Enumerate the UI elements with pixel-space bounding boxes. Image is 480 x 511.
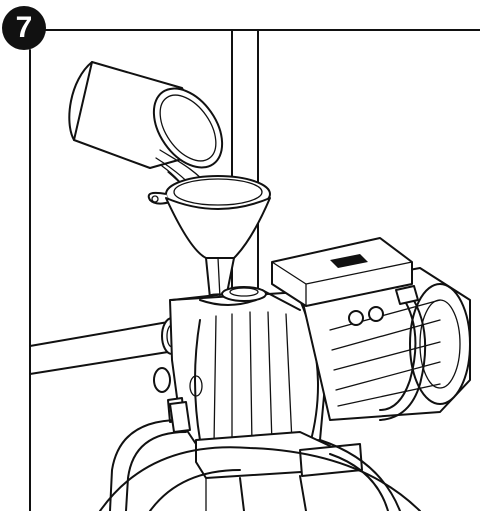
funnel-icon xyxy=(147,175,271,303)
tank xyxy=(99,446,421,511)
suction-pipe xyxy=(29,317,183,375)
step-number-badge: 7 xyxy=(2,6,46,50)
hoses xyxy=(109,401,401,511)
step-number: 7 xyxy=(15,11,33,44)
frame-lines xyxy=(29,29,480,511)
electric-motor-icon xyxy=(271,237,471,421)
pouring-container-icon xyxy=(68,61,224,205)
